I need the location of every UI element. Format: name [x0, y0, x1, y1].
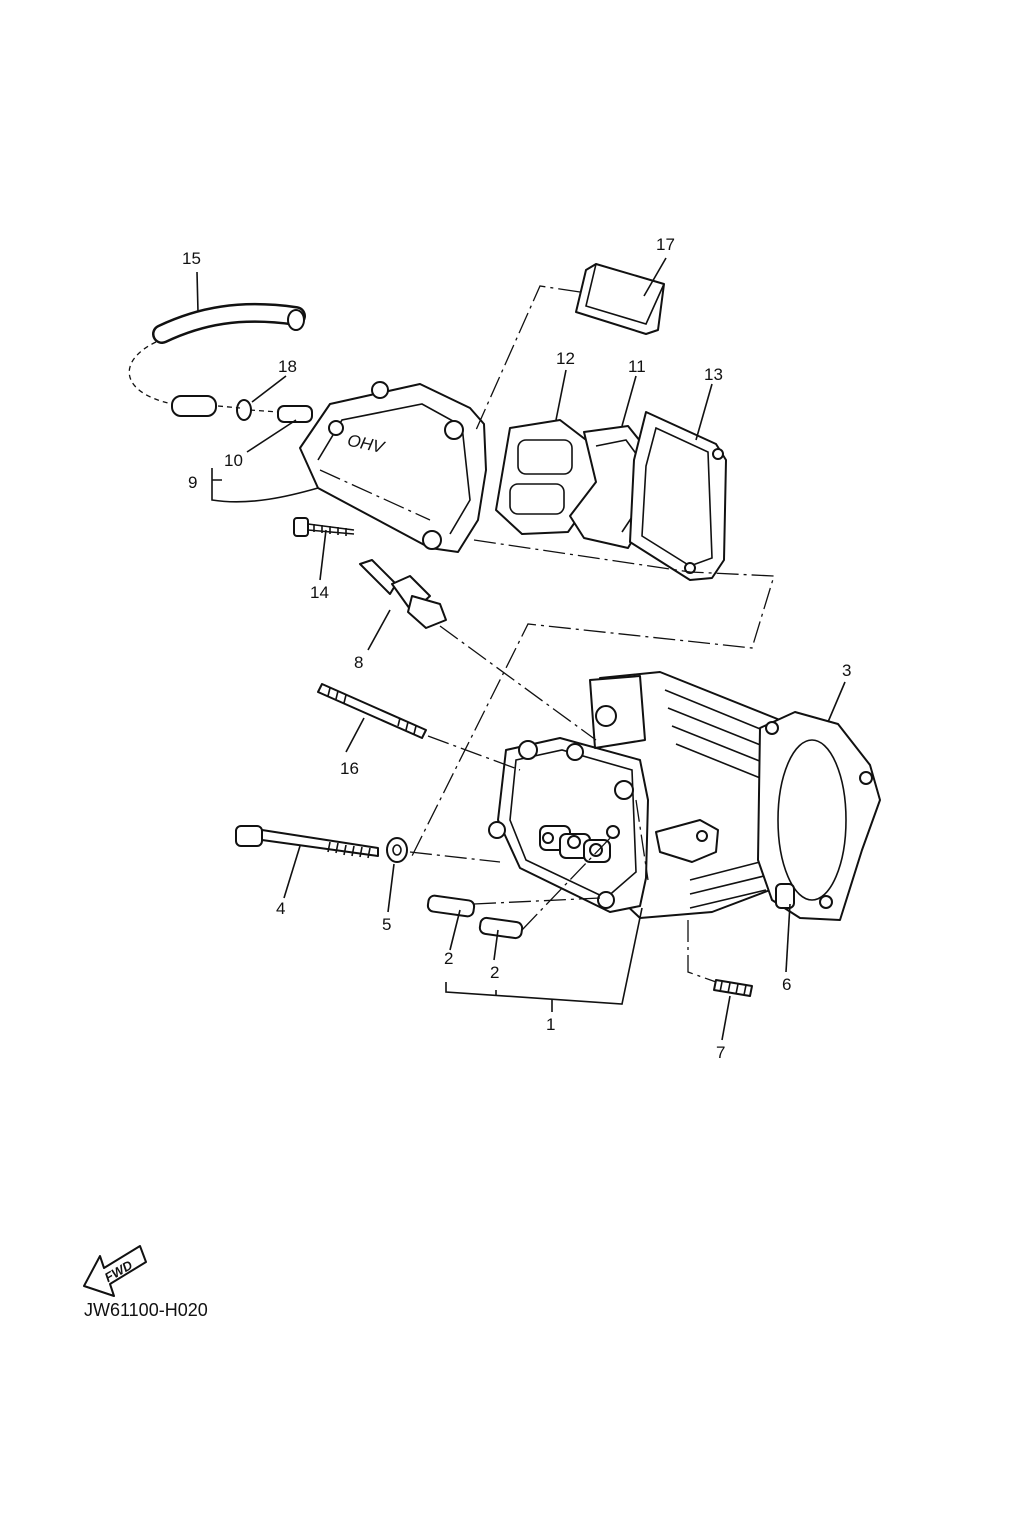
callout-9: 9 [188, 473, 197, 492]
callout-15: 15 [182, 249, 201, 268]
callout-18: 18 [278, 357, 297, 376]
callout-2a: 2 [444, 949, 453, 968]
stud-7 [713, 979, 753, 997]
callout-17: 17 [656, 235, 675, 254]
washer-5 [386, 837, 408, 863]
callout-10: 10 [224, 451, 243, 470]
joint-10 [217, 405, 313, 423]
clip-18 [236, 399, 252, 421]
dowel-pin-2b [478, 916, 524, 940]
leader-lines [196, 257, 846, 1041]
drawing-code: JW61100-H020 [84, 1300, 208, 1320]
callout-6: 6 [782, 975, 791, 994]
bolt-4 [235, 825, 379, 859]
callout-3: 3 [842, 661, 851, 680]
callout-16: 16 [340, 759, 359, 778]
bolt-14 [293, 517, 355, 537]
callout-2b: 2 [490, 963, 499, 982]
assembly-lines [319, 285, 775, 983]
valve-cover: OHV [299, 381, 487, 553]
callout-labels: 1 2 2 3 4 5 6 7 8 9 10 11 12 13 14 15 16… [182, 235, 851, 1062]
stud-16 [317, 683, 427, 739]
callout-5: 5 [382, 915, 391, 934]
cylinder-head [488, 671, 793, 919]
callout-4: 4 [276, 899, 285, 918]
breather-plate-12 [495, 419, 599, 535]
dowel-pin-6 [775, 883, 795, 909]
callout-1: 1 [546, 1015, 555, 1034]
callout-14: 14 [310, 583, 329, 602]
callout-12: 12 [556, 349, 575, 368]
head-gasket [757, 711, 881, 921]
fwd-arrow-icon: FWD [83, 1245, 147, 1297]
callout-8: 8 [354, 653, 363, 672]
dowel-pin-2a [426, 894, 476, 918]
callout-13: 13 [704, 365, 723, 384]
filter-element-17 [575, 263, 665, 335]
spark-plug-8 [359, 559, 447, 629]
breather-hose-15 [128, 302, 306, 417]
callout-7: 7 [716, 1043, 725, 1062]
gasket-13 [629, 411, 727, 581]
callout-11: 11 [628, 357, 646, 376]
